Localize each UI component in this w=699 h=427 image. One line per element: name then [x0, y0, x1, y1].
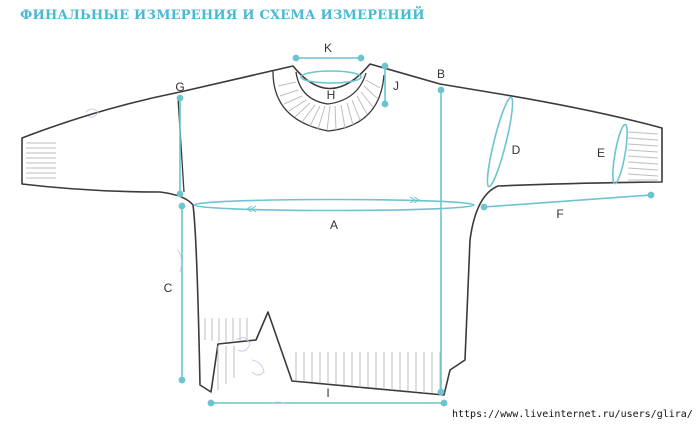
hem-ribbing-back	[295, 352, 441, 394]
label-h: H	[327, 88, 336, 102]
label-j: J	[393, 79, 399, 93]
measure-a	[193, 198, 475, 212]
measure-e	[612, 123, 628, 185]
measurement-lines	[176, 54, 655, 407]
label-e: E	[597, 146, 605, 160]
sweater-outline	[21, 63, 663, 396]
page-title: ФИНАЛЬНЫЕ ИЗМЕРЕНИЯ И СХЕМА ИЗМЕРЕНИЙ	[20, 8, 425, 23]
measure-f	[483, 194, 652, 208]
label-b: B	[437, 67, 445, 81]
label-a: A	[330, 218, 338, 232]
label-f: F	[556, 207, 563, 221]
label-d: D	[512, 143, 521, 157]
measure-d	[486, 96, 514, 188]
measure-h	[300, 70, 362, 84]
neckband-outer	[272, 69, 385, 132]
neckband-inner	[295, 71, 367, 105]
measure-a-chevrons	[246, 196, 420, 213]
source-url: https://www.liveinternet.ru/users/glira/	[452, 409, 693, 420]
label-i: I	[326, 386, 329, 400]
watermark-scribble	[85, 108, 287, 405]
label-g: G	[175, 80, 184, 94]
right-cuff-ribbing	[627, 131, 659, 181]
left-armhole-line	[177, 97, 185, 193]
hem-ribbing-front	[204, 318, 248, 390]
neckband-ribbing	[277, 79, 381, 131]
label-c: C	[164, 281, 173, 295]
label-k: K	[324, 41, 332, 55]
left-cuff-ribbing	[26, 142, 56, 179]
